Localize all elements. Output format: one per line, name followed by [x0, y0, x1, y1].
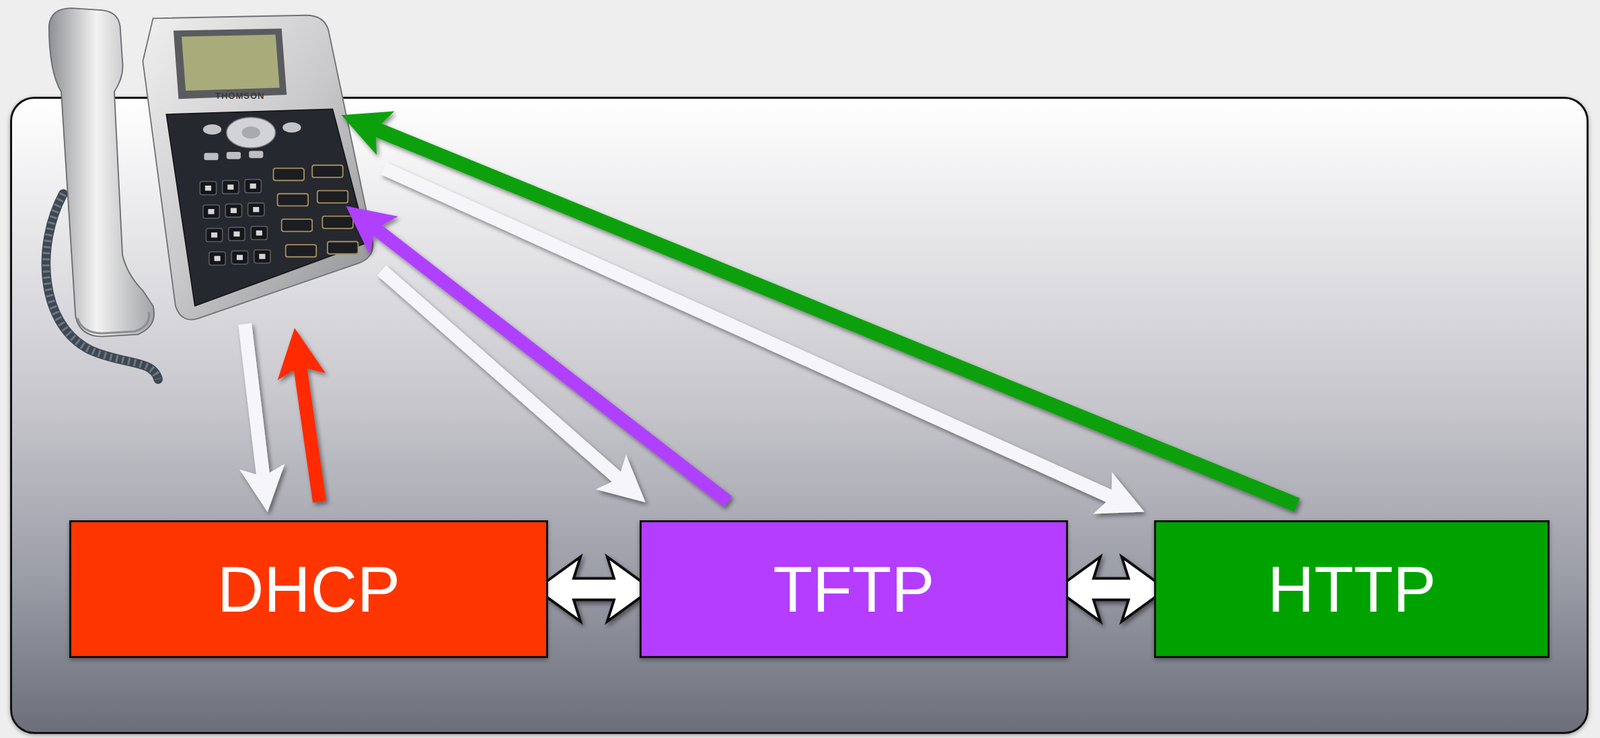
flow-arrow	[380, 162, 1145, 514]
flow-arrow	[277, 328, 327, 504]
double-arrow	[1055, 557, 1167, 623]
server-box: DHCP	[69, 520, 549, 659]
double-arrow	[536, 557, 652, 623]
box-label: DHCP	[210, 554, 407, 626]
brand-label: THOMSON	[215, 90, 265, 101]
phone-illustration	[45, 5, 373, 323]
server-box: TFTP	[639, 520, 1069, 659]
box-label: TFTP	[766, 554, 942, 626]
flow-arrow	[377, 265, 646, 504]
flow-arrow	[238, 323, 285, 513]
server-box: HTTP	[1154, 520, 1550, 659]
box-label: HTTP	[1261, 554, 1444, 626]
phone-device: THOMSON	[45, 5, 373, 323]
flow-arrow	[341, 111, 1301, 513]
